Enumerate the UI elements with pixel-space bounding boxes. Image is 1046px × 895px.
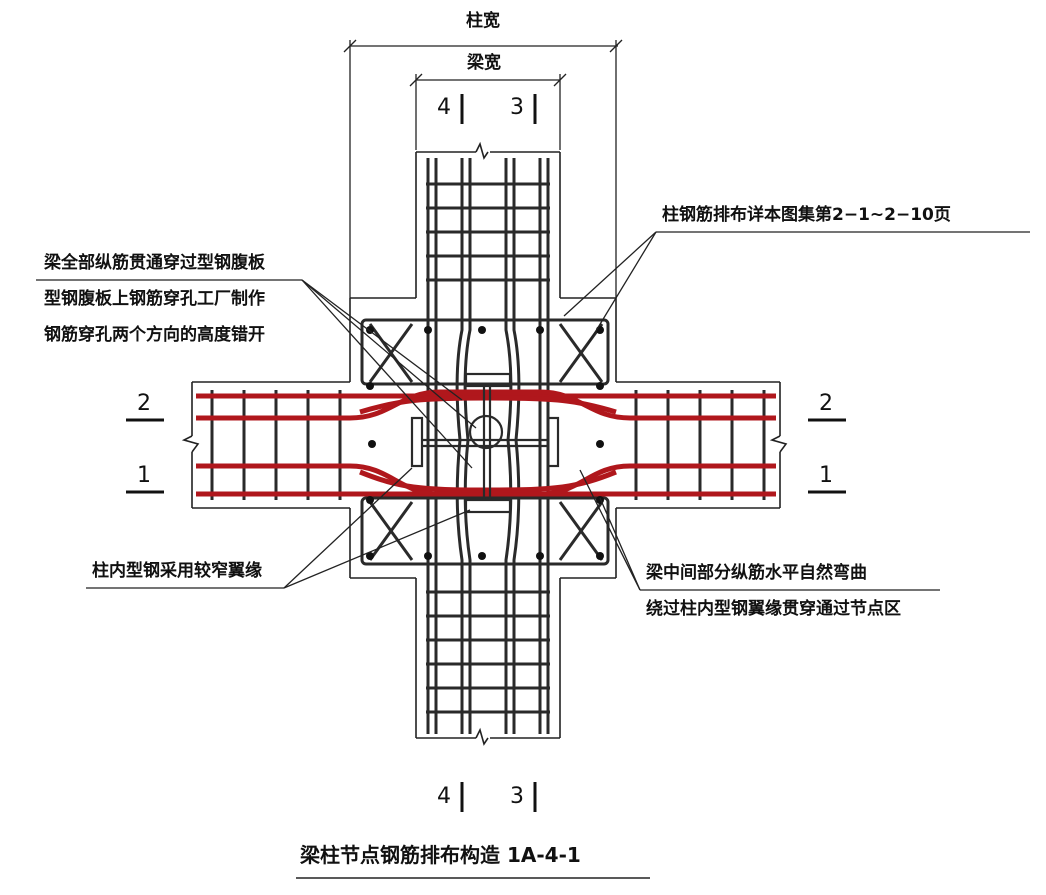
steel-section xyxy=(410,372,560,514)
section-mark-1-right: 1 xyxy=(819,463,833,488)
section-mark-1-left: 1 xyxy=(137,463,151,488)
note-column-rebar-ref: 柱钢筋排布详本图集第2−1~2−10页 xyxy=(662,204,951,225)
note-narrow-flange: 柱内型钢采用较窄翼缘 xyxy=(92,560,262,581)
column-outline xyxy=(415,141,561,746)
note-bend-around-2: 绕过柱内型钢翼缘贯穿通过节点区 xyxy=(646,598,901,619)
leader-column-rebar-ref xyxy=(563,231,1030,345)
leader-beam-through-web xyxy=(301,279,477,469)
column-width-dimension xyxy=(343,39,623,298)
beam-outline xyxy=(181,381,788,509)
note-beam-through-web-3: 钢筋穿孔两个方向的高度错开 xyxy=(44,324,265,345)
note-beam-through-web-1: 梁全部纵筋贯通穿过型钢腹板 xyxy=(43,252,266,273)
note-beam-through-web-2: 型钢腹板上钢筋穿孔工厂制作 xyxy=(44,288,265,309)
beam-width-dimension xyxy=(409,73,567,150)
section-mark-4-bottom: 4 xyxy=(437,784,451,809)
section-mark-3-bottom: 3 xyxy=(510,784,524,809)
figure-caption: 梁柱节点钢筋排布构造 1A-4-1 xyxy=(299,843,581,867)
leader-bend-around xyxy=(579,469,641,591)
section-mark-4-top: 4 xyxy=(437,95,451,120)
note-bend-around-1: 梁中间部分纵筋水平自然弯曲 xyxy=(645,562,867,583)
column-stirrups xyxy=(426,182,550,714)
section-mark-2-left: 2 xyxy=(137,391,151,416)
beam-stirrups xyxy=(210,390,766,500)
section-mark-2-right: 2 xyxy=(819,391,833,416)
corner-bar-dots xyxy=(366,326,604,560)
leader-narrow-flange xyxy=(86,467,471,589)
beam-longitudinal-bars xyxy=(196,389,776,497)
beam-width-label: 梁宽 xyxy=(466,52,501,73)
section-mark-3-top: 3 xyxy=(510,95,524,120)
column-width-label: 柱宽 xyxy=(466,10,500,31)
